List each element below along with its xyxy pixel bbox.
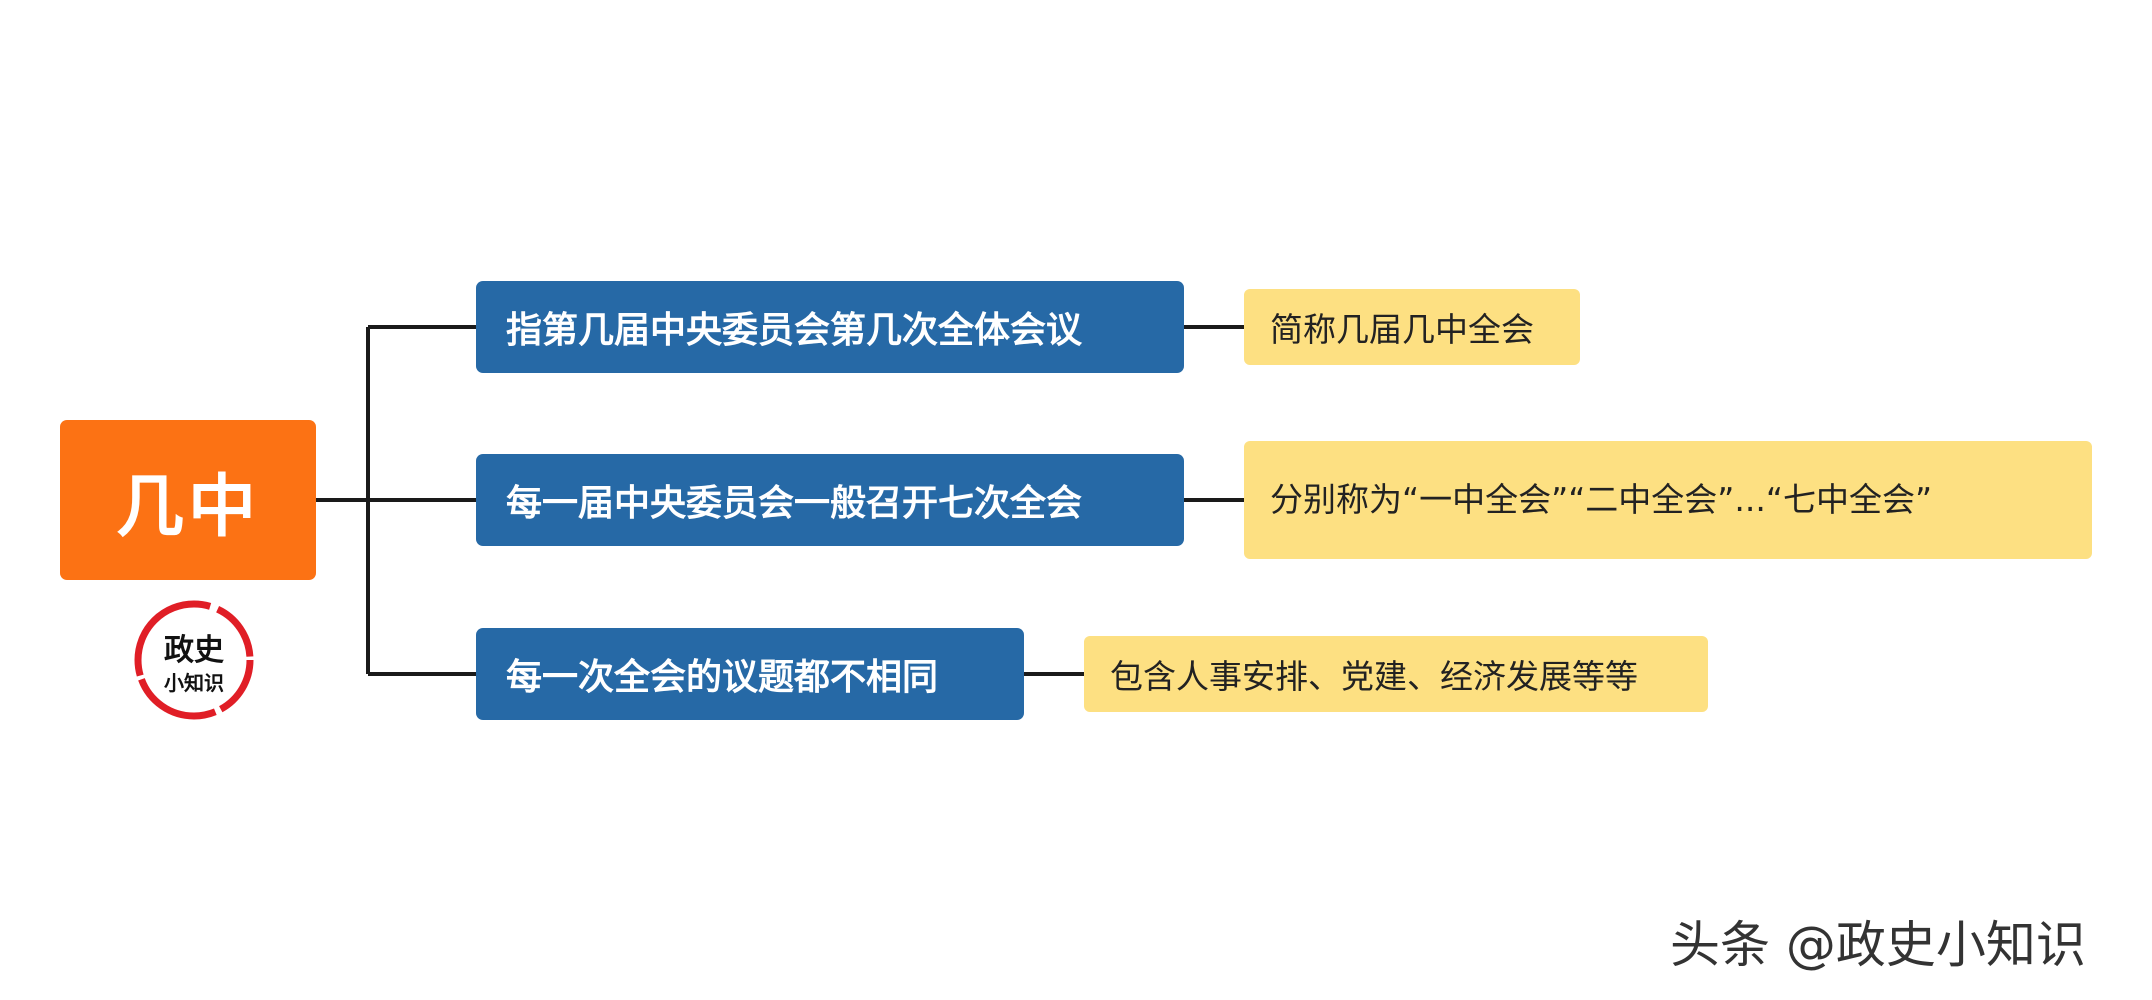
branch-label-1: 指第几届中央委员会第几次全体会议 xyxy=(506,310,1083,351)
note-label-3: 包含人事安排、党建、经济发展等等 xyxy=(1110,657,1638,696)
branch-label-3: 每一次全会的议题都不相同 xyxy=(506,657,939,698)
seal-line-1: 政史 xyxy=(164,633,224,668)
branch-label-2: 每一届中央委员会一般召开七次全会 xyxy=(506,483,1083,524)
note-node-2: 分别称为“一中全会”“二中全会”...“七中全会” xyxy=(1244,441,2092,559)
note-node-1: 简称几届几中全会 xyxy=(1244,289,1580,365)
note-label-2: 分别称为“一中全会”“二中全会”...“七中全会” xyxy=(1270,480,1933,519)
note-label-1: 简称几届几中全会 xyxy=(1270,310,1534,349)
watermark-text: 头条 @政史小知识 xyxy=(1670,916,2086,974)
watermark: 头条 @政史小知识 xyxy=(1670,906,2130,976)
note-node-3: 包含人事安排、党建、经济发展等等 xyxy=(1084,636,1708,712)
root-label: 几中 xyxy=(115,467,260,547)
branch-node-3: 每一次全会的议题都不相同 xyxy=(476,628,1024,720)
branch-node-1: 指第几届中央委员会第几次全体会议 xyxy=(476,281,1184,373)
seal-line-2: 小知识 xyxy=(164,671,224,695)
root-node: 几中 xyxy=(60,420,316,580)
seal-ring xyxy=(134,600,254,720)
seal-logo: 政史 小知识 xyxy=(134,600,254,720)
branch-node-2: 每一届中央委员会一般召开七次全会 xyxy=(476,454,1184,546)
